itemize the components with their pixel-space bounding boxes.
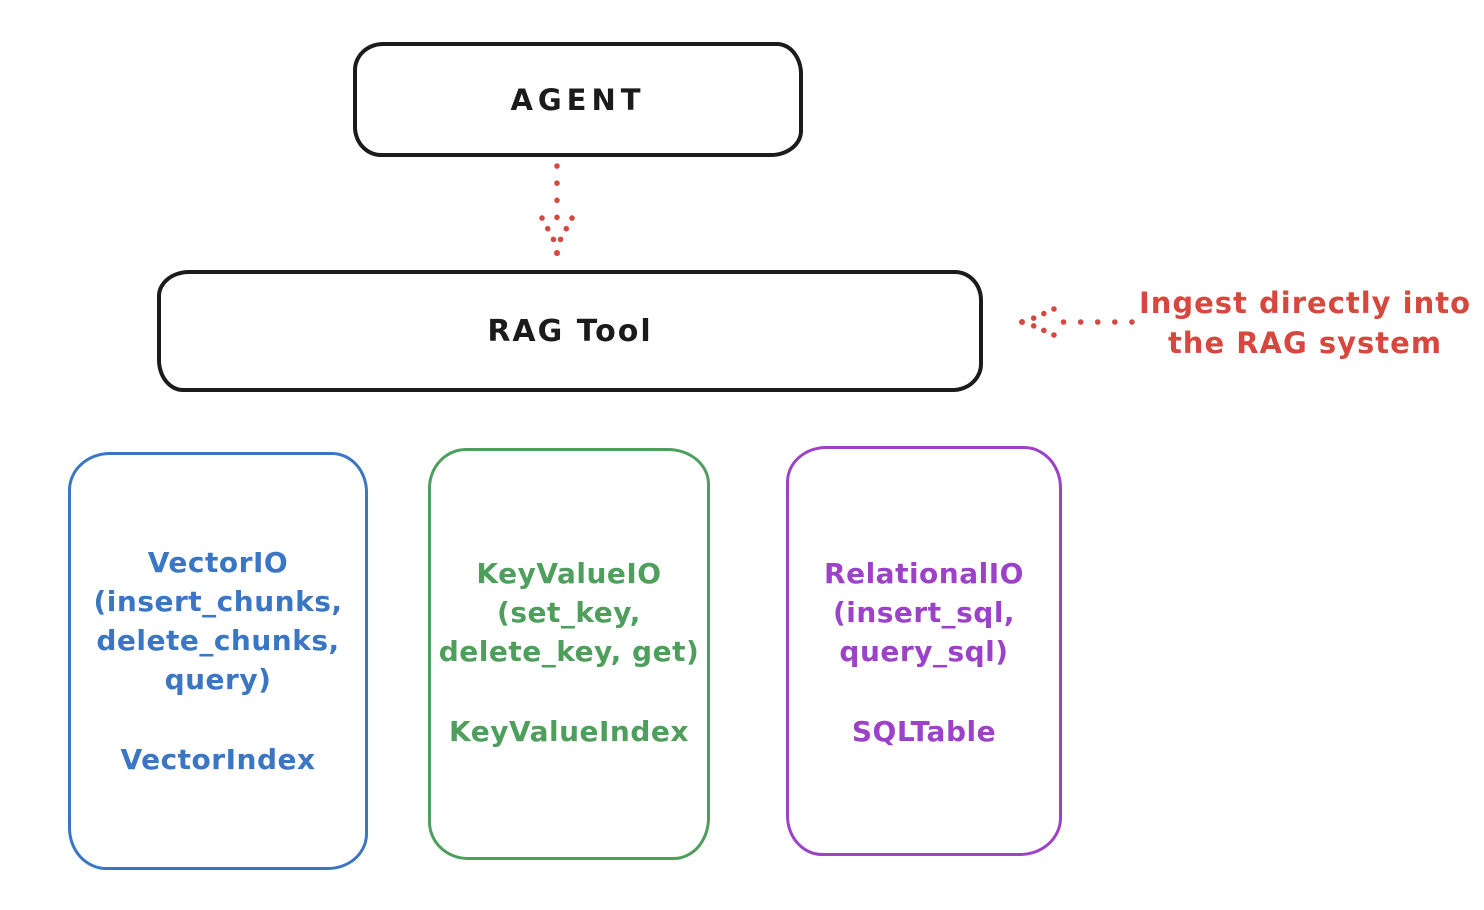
vector-index-label: VectorIndex [120, 743, 316, 776]
relational-io-title-line: (insert_sql, [832, 596, 1016, 629]
relational-io-title-line: RelationalIO [824, 557, 1024, 590]
ingest-annotation: Ingest directly into the RAG system [1130, 283, 1480, 363]
vector-io-title-line: VectorIO [147, 546, 289, 579]
relational-io-title-line: query_sql) [839, 635, 1009, 668]
rag-tool-label: RAG Tool [487, 313, 653, 349]
vector-io-title-line: query) [164, 663, 272, 696]
keyvalue-io-box: KeyValueIO (set_key, delete_key, get) Ke… [428, 448, 710, 860]
rag-tool-box: RAG Tool [157, 270, 983, 392]
sql-table-label: SQLTable [851, 715, 997, 748]
relational-io-box: RelationalIO (insert_sql, query_sql) SQL… [786, 446, 1062, 856]
agent-box: AGENT [353, 42, 803, 157]
keyvalue-io-title-line: KeyValueIO [476, 557, 662, 590]
keyvalue-io-title-line: delete_key, get) [438, 635, 700, 668]
keyvalue-io-title-line: (set_key, [497, 596, 641, 629]
ingest-annotation-line2: the RAG system [1167, 326, 1443, 360]
agent-to-rag-dotted-arrow [539, 163, 575, 256]
ingest-annotation-line1: Ingest directly into [1138, 286, 1472, 320]
keyvalue-index-label: KeyValueIndex [449, 715, 689, 748]
ingest-dotted-arrow [1019, 306, 1135, 338]
vector-io-title-line: delete_chunks, [96, 624, 340, 657]
vector-io-box: VectorIO (insert_chunks, delete_chunks, … [68, 452, 368, 870]
agent-label: AGENT [510, 82, 646, 117]
vector-io-title-line: (insert_chunks, [93, 585, 343, 618]
